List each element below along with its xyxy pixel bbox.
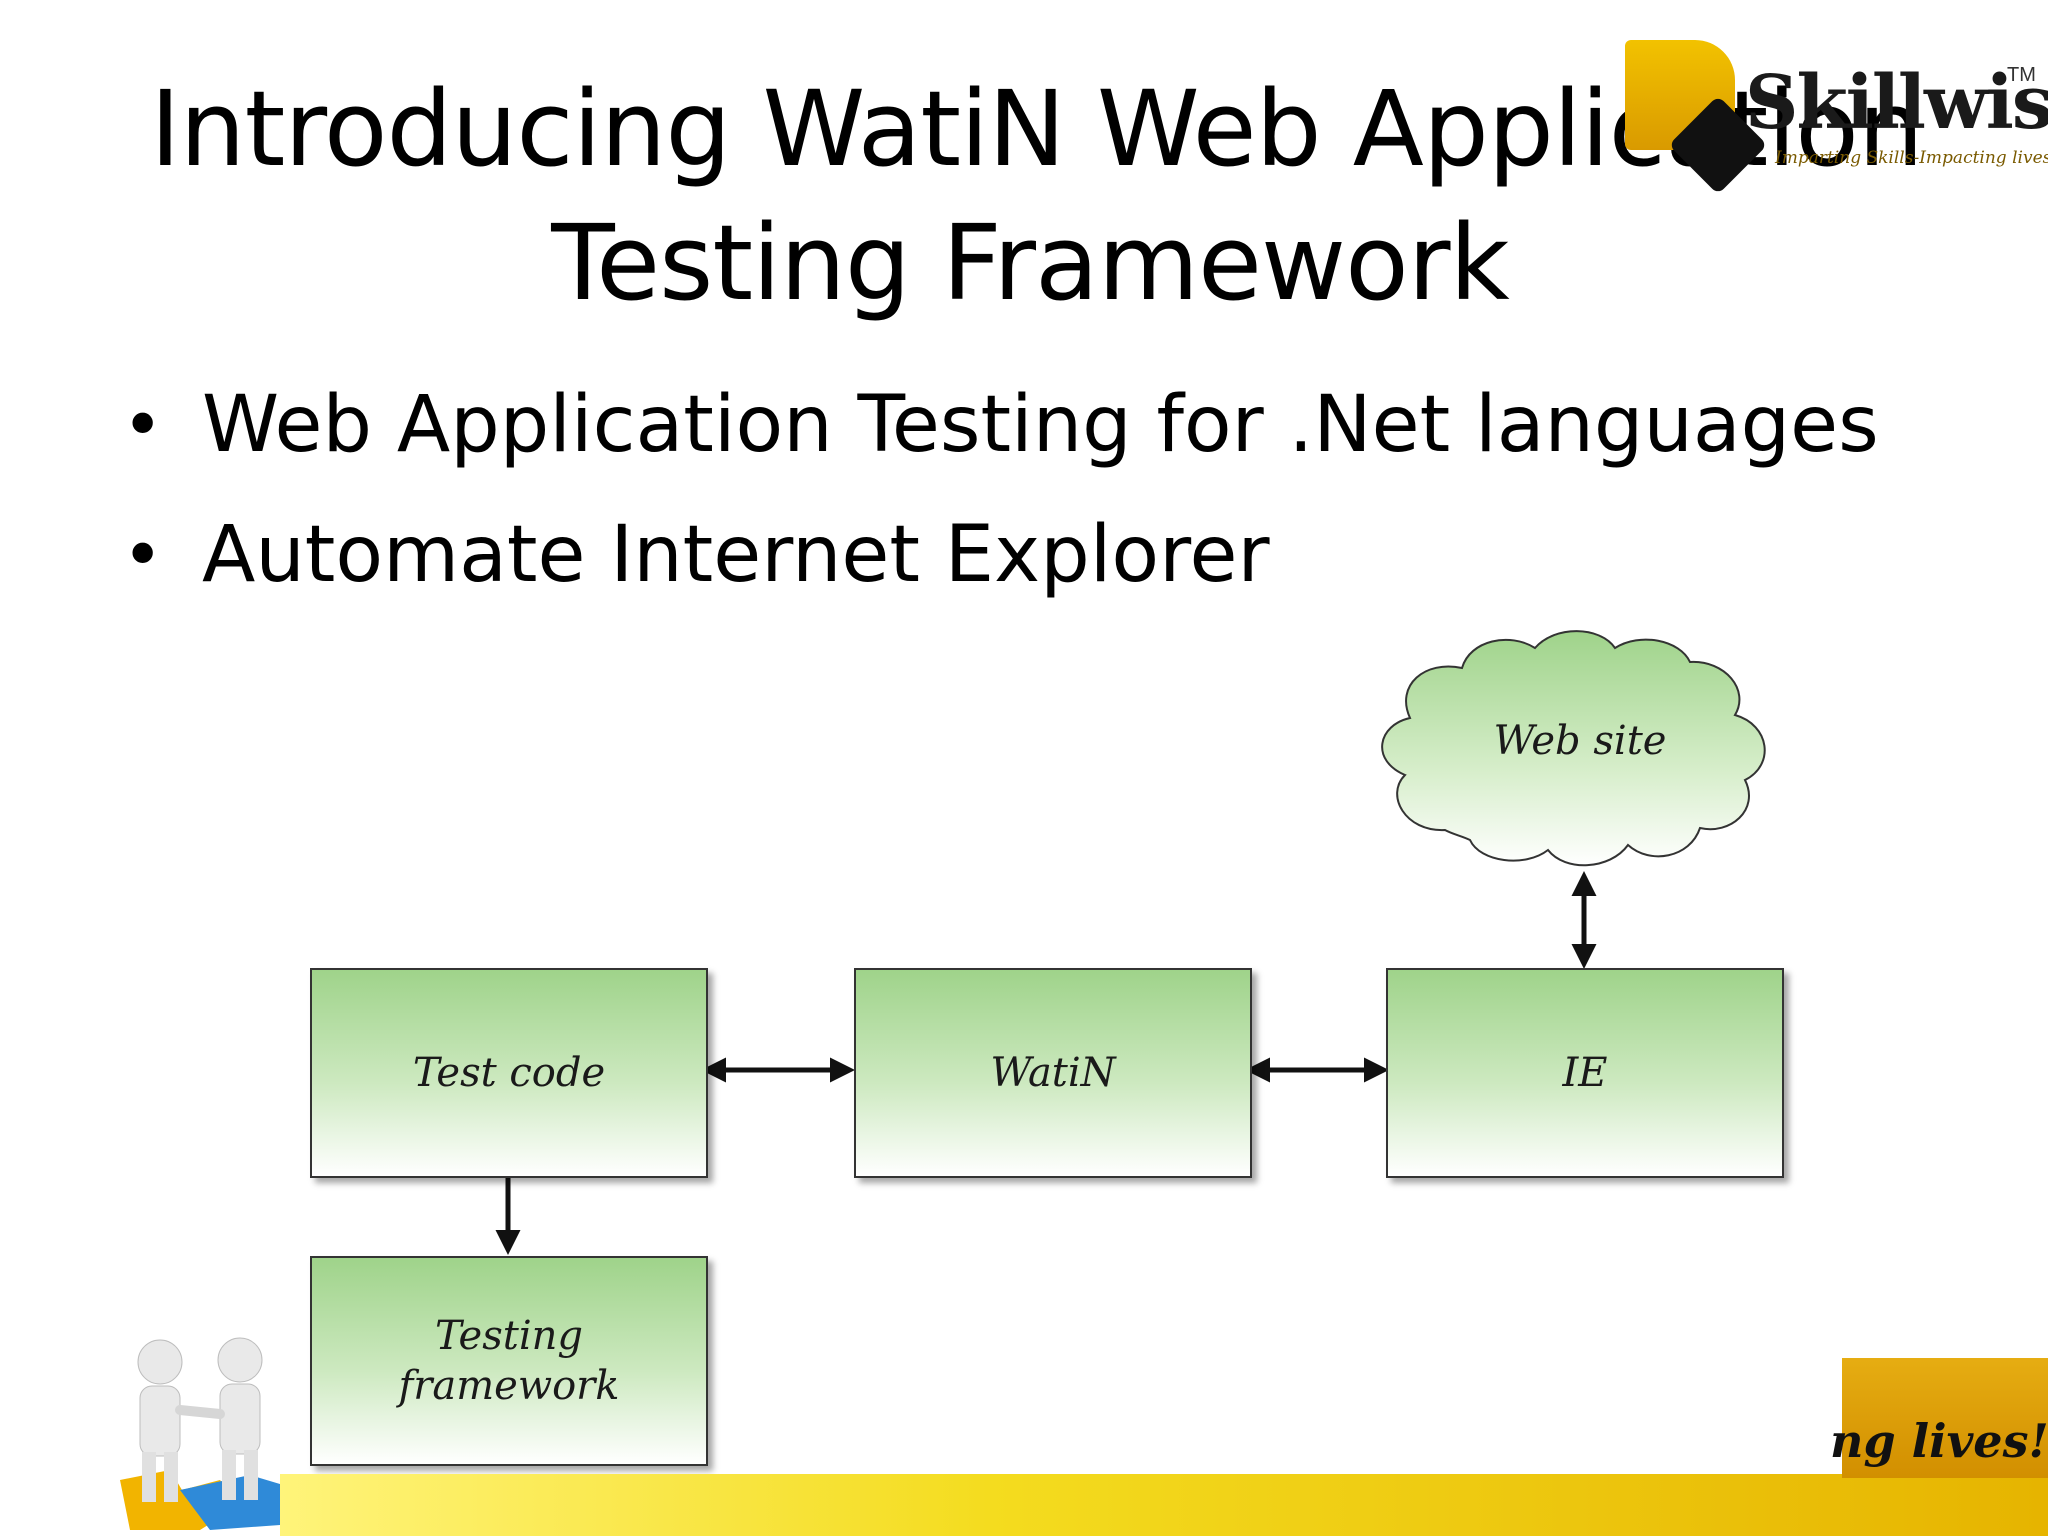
footer-bar xyxy=(280,1474,2048,1536)
ie-box: IE xyxy=(1386,968,1784,1178)
bullet-item: • Web Application Testing for .Net langu… xyxy=(122,370,1879,500)
logo-trademark: TM xyxy=(2007,64,2036,86)
website-label: Web site xyxy=(1493,718,1667,764)
test-code-label: Test code xyxy=(412,1050,606,1096)
handshake-people-icon xyxy=(120,1337,300,1530)
website-cloud-icon xyxy=(1381,630,1766,867)
bullet-item: • Automate Internet Explorer xyxy=(122,500,1822,630)
footer-tagline: ng lives! xyxy=(1830,1414,2048,1468)
bullet-list: • Web Application Testing for .Net langu… xyxy=(122,370,1879,630)
testing-framework-box: Testing framework xyxy=(310,1256,708,1466)
bullet-dot-icon: • xyxy=(122,384,164,466)
testing-framework-label-line1: Testing xyxy=(434,1313,583,1359)
watin-label: WatiN xyxy=(990,1050,1116,1096)
bullet-dot-icon: • xyxy=(122,514,164,596)
testing-framework-label-line2: framework xyxy=(398,1363,620,1409)
bullet-text: Automate Internet Explorer xyxy=(202,510,1270,600)
logo-tagline: Imparting Skills-Impacting lives! xyxy=(1775,148,2048,168)
test-code-box: Test code xyxy=(310,968,708,1178)
title-line-2: Testing Framework xyxy=(551,202,1509,324)
watin-box: WatiN xyxy=(854,968,1252,1178)
footer-corner xyxy=(1842,1358,2048,1478)
skillwise-logo: Skillwise TM Imparting Skills-Impacting … xyxy=(1625,30,2048,195)
logo-wordmark: Skillwise xyxy=(1745,60,2048,146)
ie-label: IE xyxy=(1562,1050,1608,1096)
bullet-text: Web Application Testing for .Net languag… xyxy=(202,380,1879,470)
